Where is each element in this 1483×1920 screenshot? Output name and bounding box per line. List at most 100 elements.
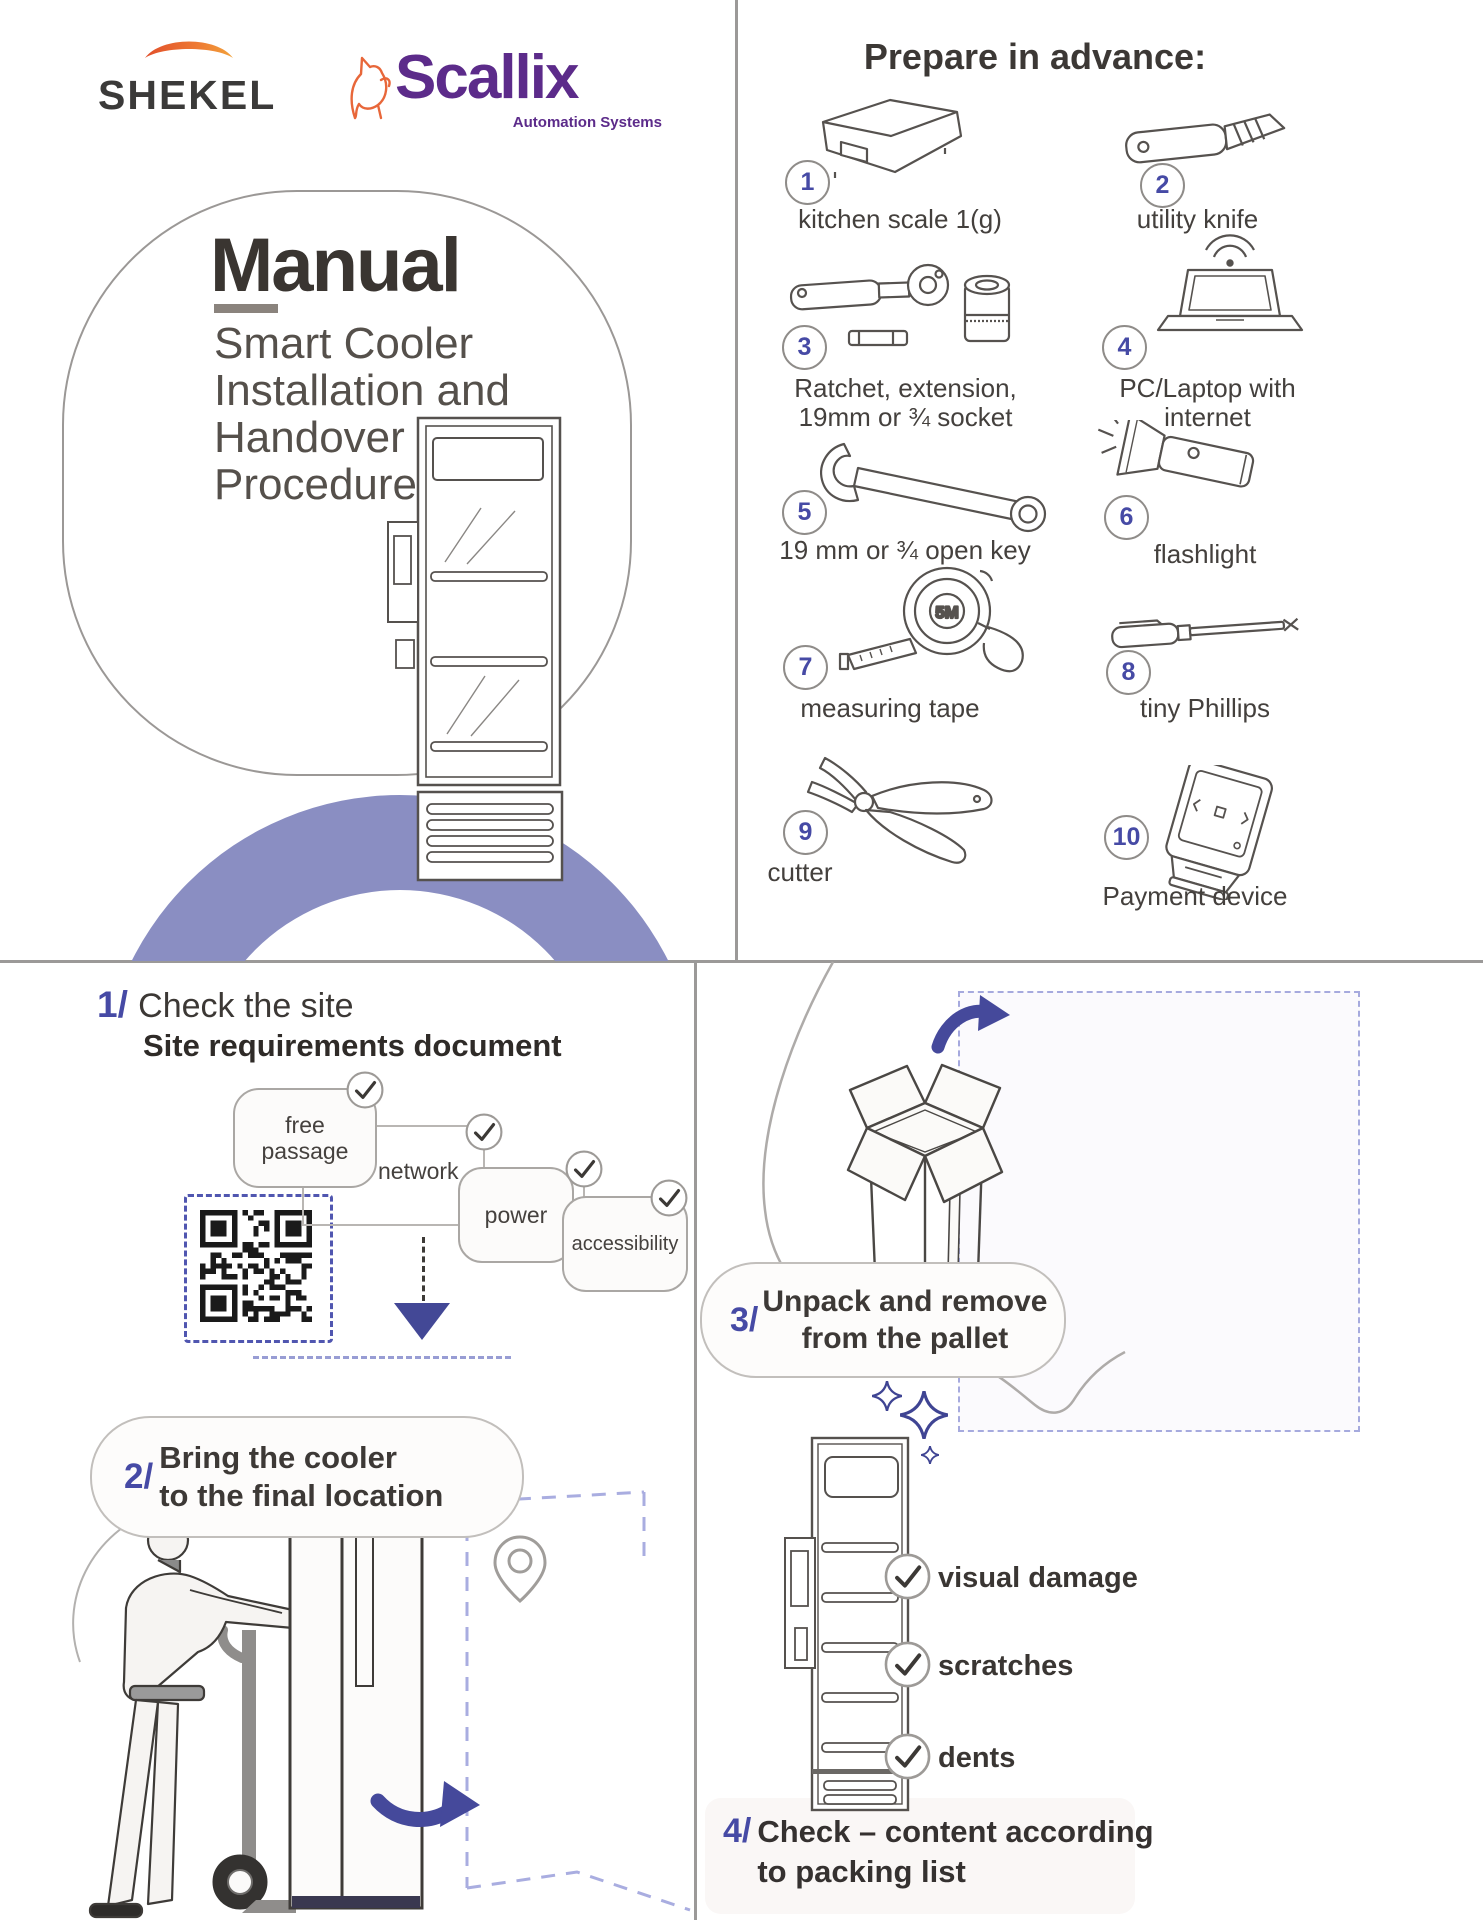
item-number: 4 <box>1117 333 1132 361</box>
down-arrow-icon <box>394 1303 450 1340</box>
open-wrench-icon <box>820 442 1047 533</box>
item-number: 1 <box>800 168 815 196</box>
step4-heading: 4/ Check – content according to packing … <box>723 1812 1154 1892</box>
check-icon <box>884 1733 931 1780</box>
item-number-badge: 2 <box>1140 163 1185 208</box>
item-label: tiny Phillips <box>1139 693 1271 723</box>
step2-pill: 2/ Bring the cooler to the final locatio… <box>90 1416 524 1538</box>
item-number: 5 <box>797 498 812 526</box>
flow-connector <box>302 1224 458 1226</box>
step1-number: 1/ <box>97 984 128 1025</box>
item-number: 6 <box>1119 503 1134 531</box>
vertical-divider-bottom <box>694 961 697 1920</box>
check-icon <box>465 1113 503 1151</box>
measuring-tape-icon: 5M <box>838 566 1024 673</box>
check-icon <box>884 1553 931 1600</box>
subtitle-line: Procedure <box>214 460 418 509</box>
step2-line: to the final location <box>159 1478 444 1513</box>
flow-connector <box>373 1125 467 1127</box>
page-subtitle: Smart Cooler Installation and Handover P… <box>214 320 510 508</box>
bring-cooler-illustration <box>72 1490 691 1919</box>
flow-connector <box>483 1150 485 1168</box>
title-underline <box>214 304 278 313</box>
sparkle-icon <box>872 1381 902 1411</box>
subtitle-line: Smart Cooler <box>214 319 474 368</box>
item-label: kitchen scale 1(g) <box>798 204 1002 234</box>
item-number-badge: 9 <box>783 810 828 855</box>
item-label: utility knife <box>1136 204 1259 234</box>
shekel-logo-arc-icon <box>145 41 233 58</box>
flow-node-accessibility: accessibility <box>562 1196 688 1292</box>
step4-line: to packing list <box>757 1854 966 1889</box>
open-box-illustration <box>846 1063 1004 1345</box>
step2-line: Bring the cooler <box>159 1440 397 1475</box>
dashed-separator <box>253 1356 511 1359</box>
flow-node-power: power <box>458 1167 574 1263</box>
step4-number: 4/ <box>723 1812 752 1850</box>
flow-node-label: accessibility <box>571 1232 679 1255</box>
check-icon <box>346 1071 384 1109</box>
scallix-tagline: Automation Systems <box>512 114 662 131</box>
step1-subtitle: Site requirements document <box>143 1028 562 1063</box>
step3-number: 3/ <box>730 1300 759 1339</box>
worker-figure <box>88 1503 304 1919</box>
step1-title: Check the site <box>138 987 354 1025</box>
checklist-item: scratches <box>938 1650 1074 1682</box>
sparkle-icon <box>900 1391 948 1439</box>
check-icon <box>884 1641 931 1688</box>
item-number: 9 <box>798 818 813 846</box>
item-label: cutter <box>767 857 833 887</box>
step3-pill: 3/ Unpack and remove from the pallet <box>700 1262 1066 1378</box>
item-label: Payment device <box>1102 881 1288 911</box>
title-capsule-outline <box>62 190 632 776</box>
check-icon <box>565 1150 603 1188</box>
location-pin-icon <box>493 1535 547 1603</box>
tape-length-label: 5M <box>935 603 959 622</box>
item-label: flashlight <box>1153 539 1257 569</box>
cutter-icon <box>806 756 993 864</box>
item-number-badge: 6 <box>1104 495 1149 540</box>
step4-line: Check – content according <box>757 1814 1154 1849</box>
qr-code <box>200 1210 312 1322</box>
scallix-logo: Scallix <box>395 43 579 112</box>
flow-node-label: power <box>484 1201 548 1228</box>
inspect-cooler-illustration <box>784 1436 910 1812</box>
page-title: Manual <box>210 223 462 308</box>
check-icon <box>650 1179 688 1217</box>
scallix-cat-icon <box>350 56 391 120</box>
checklist-item: visual damage <box>938 1562 1138 1594</box>
item-number-badge: 8 <box>1106 650 1151 695</box>
item-number: 8 <box>1121 658 1136 686</box>
flow-connector <box>302 1184 304 1226</box>
dashed-arrow-line <box>422 1237 425 1301</box>
item-number-badge: 7 <box>783 645 828 690</box>
step1-heading: 1/ Check the site <box>97 984 354 1026</box>
cooler-illustration <box>387 416 564 882</box>
step4-band <box>705 1798 1135 1914</box>
item-label: measuring tape <box>800 693 980 723</box>
prepare-heading: Prepare in advance: <box>863 36 1207 77</box>
step3-line: from the pallet <box>801 1322 1009 1355</box>
item-number-badge: 5 <box>782 490 827 535</box>
flow-node-free-passage: free passage <box>233 1088 377 1188</box>
item-number-badge: 1 <box>785 160 830 205</box>
move-arrow-icon <box>370 1781 480 1827</box>
kitchen-scale-icon <box>821 98 963 178</box>
item-number: 2 <box>1155 171 1170 199</box>
utility-knife-icon <box>1125 113 1286 164</box>
horizontal-divider <box>0 960 1483 963</box>
flashlight-icon <box>1097 420 1255 488</box>
payment-device-icon <box>1165 765 1273 900</box>
item-number: 7 <box>798 653 813 681</box>
unpack-arrow-icon <box>931 995 1010 1054</box>
qr-code-frame <box>184 1194 333 1343</box>
step2-number: 2/ <box>124 1457 154 1496</box>
item-number-badge: 4 <box>1102 325 1147 370</box>
item-label: PC/Laptop with internet <box>1119 373 1296 432</box>
item-label: Ratchet, extension, 19mm or ¾ socket <box>794 373 1017 432</box>
vertical-divider-top <box>735 0 738 962</box>
sparkle-icon <box>921 1446 939 1464</box>
item-number: 3 <box>797 333 812 361</box>
laptop-wifi-icon <box>1156 234 1304 332</box>
